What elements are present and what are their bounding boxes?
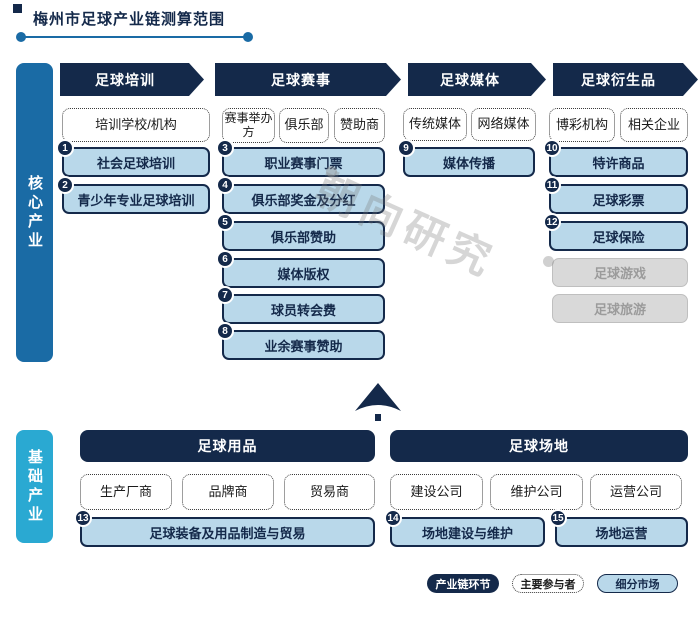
segment-label: 业余赛事赞助	[264, 338, 343, 354]
segment-label: 特许商品	[592, 155, 645, 171]
segment-label: 足球游戏	[593, 266, 646, 281]
segment-label: 足球保险	[592, 229, 645, 245]
segment-football-lottery: 11 足球彩票	[543, 176, 688, 214]
segment-number-1: 1	[56, 139, 74, 157]
segment-label: 媒体传播	[442, 155, 495, 171]
segment-label: 球员转会费	[270, 302, 336, 318]
segment-football-tourism-inactive: 足球旅游	[552, 294, 688, 323]
segment-number-12: 12	[543, 213, 561, 231]
segment-label: 媒体版权	[277, 266, 330, 282]
participant-sponsors: 赞助商	[334, 108, 385, 143]
segment-label: 足球彩票	[592, 192, 645, 208]
header-football-goods: 足球用品	[80, 430, 375, 462]
segment-player-transfer-fees: 7 球员转会费	[216, 286, 385, 324]
banner-football-media: 足球媒体	[408, 63, 546, 96]
participant-traders: 贸易商	[284, 474, 375, 510]
participant-operating-companies: 运营公司	[590, 474, 682, 510]
participant-related-companies: 相关企业	[620, 108, 688, 142]
segment-club-sponsorship: 5 俱乐部赞助	[216, 213, 385, 251]
sidebar-core-industry: 核心产业	[16, 63, 53, 362]
banner-football-events: 足球赛事	[215, 63, 401, 96]
participant-manufacturers: 生产厂商	[80, 474, 172, 510]
segment-label: 青少年专业足球培训	[77, 192, 195, 208]
title-square-icon	[13, 4, 22, 13]
segment-pro-match-tickets: 3 职业赛事门票	[216, 139, 385, 177]
participant-lottery-agencies: 博彩机构	[549, 108, 615, 142]
header-football-venues: 足球场地	[390, 430, 688, 462]
segment-amateur-event-sponsorship: 8 业余赛事赞助	[216, 322, 385, 360]
participant-brand-owners: 品牌商	[182, 474, 274, 510]
segment-club-prize-dividends: 4 俱乐部奖金及分红	[216, 176, 385, 214]
segment-label: 俱乐部奖金及分红	[251, 192, 356, 208]
segment-social-football-training: 1 社会足球培训	[56, 139, 210, 177]
segment-number-2: 2	[56, 176, 74, 194]
segment-media-rights: 6 媒体版权	[216, 250, 385, 288]
segment-number-4: 4	[216, 176, 234, 194]
segment-number-3: 3	[216, 139, 234, 157]
participant-online-media: 网络媒体	[471, 108, 536, 141]
segment-number-9: 9	[397, 139, 415, 157]
segment-label: 足球装备及用品制造与贸易	[149, 525, 306, 541]
segment-licensed-merchandise: 10 特许商品	[543, 139, 688, 177]
participant-traditional-media: 传统媒体	[403, 108, 467, 141]
segment-number-11: 11	[543, 176, 561, 194]
legend-chain-link: 产业链环节	[427, 574, 499, 593]
sidebar-basic-industry: 基础产业	[16, 430, 53, 543]
title-line-dot-left	[16, 32, 26, 42]
segment-media-broadcasting: 9 媒体传播	[397, 139, 535, 177]
participant-event-organizer: 赛事举办方	[222, 108, 275, 143]
segment-number-14: 14	[384, 509, 402, 527]
title-underline	[21, 36, 248, 38]
segment-number-15: 15	[549, 509, 567, 527]
legend-main-participant: 主要参与者	[512, 574, 584, 593]
segment-football-gaming-inactive: 足球游戏	[552, 258, 688, 287]
participant-maintenance-companies: 维护公司	[490, 474, 583, 510]
segment-football-insurance: 12 足球保险	[543, 213, 688, 251]
segment-youth-professional-training: 2 青少年专业足球培训	[56, 176, 210, 214]
segment-label: 场地建设与维护	[421, 525, 513, 541]
legend-segment-market: 细分市场	[597, 574, 678, 593]
participant-training-schools: 培训学校/机构	[62, 108, 210, 142]
segment-equipment-manufacturing-trade: 13 足球装备及用品制造与贸易	[74, 509, 375, 547]
page-title: 梅州市足球产业链测算范围	[33, 11, 226, 28]
segment-number-6: 6	[216, 250, 234, 268]
segment-label: 职业赛事门票	[264, 155, 343, 171]
segment-number-13: 13	[74, 509, 92, 527]
segment-number-5: 5	[216, 213, 234, 231]
segment-label: 社会足球培训	[96, 155, 175, 171]
segment-number-8: 8	[216, 322, 234, 340]
banner-football-training: 足球培训	[60, 63, 204, 96]
segment-label: 场地运营	[595, 525, 648, 541]
banner-football-derivatives: 足球衍生品	[553, 63, 698, 96]
participant-construction-companies: 建设公司	[390, 474, 483, 510]
segment-label: 俱乐部赞助	[270, 229, 336, 245]
segment-number-10: 10	[543, 139, 561, 157]
title-line-dot-right	[243, 32, 253, 42]
up-arrow-icon	[354, 383, 402, 426]
segment-venue-construction-maintenance: 14 场地建设与维护	[384, 509, 545, 547]
segment-number-7: 7	[216, 286, 234, 304]
segment-venue-operation: 15 场地运营	[549, 509, 688, 547]
segment-label: 足球旅游	[593, 302, 646, 317]
participant-clubs: 俱乐部	[279, 108, 329, 143]
